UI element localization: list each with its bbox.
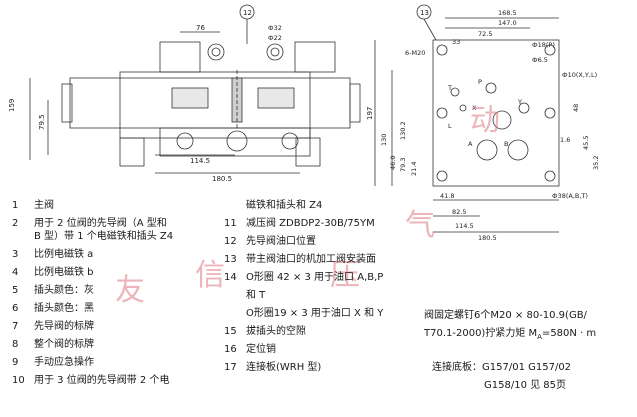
note-baseplate-line2: G158/10 见 85页 xyxy=(484,380,567,391)
dim-phi32: Ф32 xyxy=(268,24,282,32)
hole-phi18: Ф18(P) xyxy=(532,41,555,49)
dim-159: 159 xyxy=(8,99,16,112)
port-l: L xyxy=(448,122,452,130)
note-screws-line2: T70.1-2000)拧紧力矩 MA=580N · m xyxy=(424,328,597,341)
drawing-left xyxy=(29,4,361,174)
hole-phi10: Ф10(X,Y,L) xyxy=(562,71,597,79)
port-b: B xyxy=(504,140,508,148)
drawing-right-labels: 13 168.5 147.0 72.5 33 6-M20 T P X Y A B… xyxy=(366,9,600,242)
hole-phi6-5: Ф6.5 xyxy=(532,56,548,64)
dim-197: 197 xyxy=(366,107,374,120)
legend-item: 磁铁和插头和 Z4 xyxy=(246,200,323,211)
dim-46: 46.0 xyxy=(389,156,397,170)
dim-41-8: 41.8 xyxy=(440,192,454,200)
dim-72-5: 72.5 xyxy=(478,30,492,38)
port-p: P xyxy=(478,78,482,86)
balloon-13-label: 13 xyxy=(420,9,429,17)
dim-phi22: Ф22 xyxy=(268,34,282,42)
dim-180-5: 180.5 xyxy=(212,175,232,183)
note-baseplate-line1: 连接底板：G157/01 G157/02 xyxy=(432,362,572,373)
label-6-m20: 6-M20 xyxy=(405,49,425,57)
watermark-char: 友 xyxy=(115,273,145,308)
dim-130-2: 130.2 xyxy=(399,121,407,140)
balloon-12-label: 12 xyxy=(243,9,252,17)
legend-item: O形圈19 × 3 用于油口 X 和 Y xyxy=(246,308,384,319)
dim-21-4: 21.4 xyxy=(410,162,418,176)
port-y: Y xyxy=(517,98,522,106)
dim-48: 48 xyxy=(572,104,580,112)
watermark-char: 信 xyxy=(195,258,225,293)
dim-35-2: 35.2 xyxy=(592,156,600,170)
dim-33: 33 xyxy=(452,38,460,46)
dim-79-3: 79.3 xyxy=(399,158,407,172)
port-a: A xyxy=(468,140,473,148)
dim-45-5: 45.5 xyxy=(582,136,590,150)
dim-1-6: 1.6 xyxy=(560,136,570,144)
dim-130: 130 xyxy=(380,134,388,146)
dim-180-5-r: 180.5 xyxy=(478,234,497,242)
watermark-char: 压 xyxy=(330,258,360,293)
dim-114-5-r: 114.5 xyxy=(455,222,474,230)
dim-82-5: 82.5 xyxy=(452,208,466,216)
dim-114-5: 114.5 xyxy=(190,157,210,165)
drawing-right xyxy=(374,4,560,233)
hole-phi38: Ф38(A,B,T) xyxy=(552,192,588,200)
note-screws-line1: 阀固定螺钉6个M20 × 80-10.9(GB/ xyxy=(424,310,587,321)
dim-147: 147.0 xyxy=(498,19,517,27)
port-x: X xyxy=(472,104,477,112)
legend-item: B 型）带 1 个电磁铁和插头 Z4 xyxy=(34,231,174,242)
drawing-left-labels: 12 76 Ф32 Ф22 159 79.5 114.5 180.5 xyxy=(8,9,282,183)
dim-168-5: 168.5 xyxy=(498,9,517,17)
dim-76: 76 xyxy=(196,24,205,32)
legend-item: 和 T xyxy=(246,290,266,301)
dim-79-5: 79.5 xyxy=(38,114,46,130)
port-t: T xyxy=(447,84,452,92)
watermark-char: 动 xyxy=(470,103,500,138)
watermark-char: 气 xyxy=(405,208,435,243)
